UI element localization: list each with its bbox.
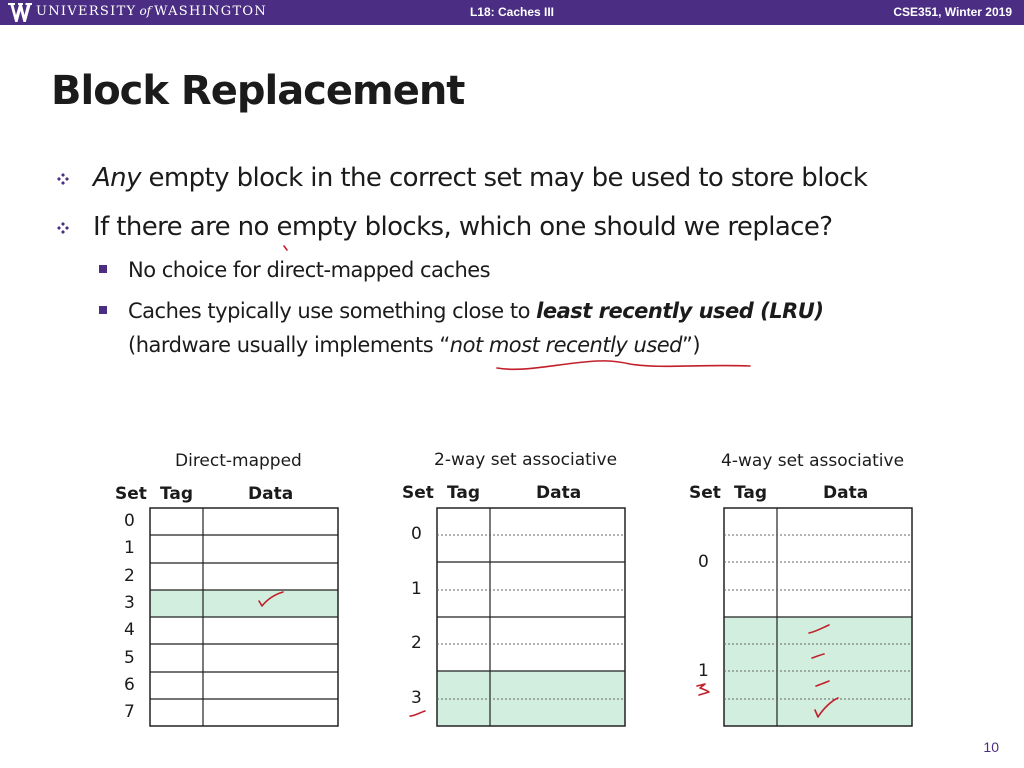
course-title: CSE351, Winter 2019 xyxy=(893,5,1012,19)
direct-set-header: Set xyxy=(115,484,147,504)
four-way-data-header: Data xyxy=(823,483,869,503)
diamond-bullet-icon xyxy=(57,222,69,234)
bullet-text: empty block in the correct set may be us… xyxy=(140,163,868,193)
direct-mapped-cache-grid xyxy=(149,507,339,727)
direct-set-number: 4 xyxy=(124,620,135,640)
direct-tag-header: Tag xyxy=(160,484,194,504)
two-way-data-header: Data xyxy=(536,483,582,503)
direct-mapped-label: Direct-mapped xyxy=(175,451,302,471)
lecture-title: L18: Caches III xyxy=(469,5,555,19)
hw-text-pre: (hardware usually implements “ xyxy=(128,333,450,357)
handwritten-underline xyxy=(496,360,751,371)
two-way-label: 2-way set associative xyxy=(434,450,618,470)
handwritten-tick-mark xyxy=(283,245,288,251)
two-way-set-header: Set xyxy=(402,483,434,503)
square-bullet-icon xyxy=(99,306,107,314)
direct-set-number: 5 xyxy=(124,648,135,668)
wordmark-of: of xyxy=(139,4,152,18)
four-way-tag-header: Tag xyxy=(734,483,768,503)
uw-w-logo-icon xyxy=(8,3,32,22)
four-way-set-header: Set xyxy=(689,483,721,503)
direct-highlight-set-3 xyxy=(150,590,338,617)
handwritten-three-mark xyxy=(696,683,710,696)
diamond-bullet-icon xyxy=(57,173,69,185)
two-way-set-number: 1 xyxy=(411,579,422,599)
direct-set-number: 6 xyxy=(124,675,135,695)
direct-set-number: 7 xyxy=(124,702,135,722)
handwritten-check-way-3 xyxy=(814,697,839,718)
sub-bullet-hardware: (hardware usually implements “not most r… xyxy=(128,333,701,357)
four-way-cache-grid xyxy=(723,507,913,727)
two-way-set-number: 2 xyxy=(411,633,422,653)
direct-data-header: Data xyxy=(248,484,294,504)
hw-emphasis: not most recently used xyxy=(449,333,683,357)
wordmark-university: UNIVERSITY xyxy=(36,4,137,19)
two-way-set-number: 0 xyxy=(411,524,422,544)
handwritten-check-direct xyxy=(258,591,284,607)
direct-set-number: 1 xyxy=(124,538,135,558)
handwritten-check-way-0 xyxy=(808,624,830,634)
lru-emphasis: least recently used (LRU) xyxy=(536,299,824,323)
direct-set-number: 0 xyxy=(124,511,135,531)
lru-text: Caches typically use something close to xyxy=(128,299,537,323)
wordmark-washington: WASHINGTON xyxy=(154,4,268,19)
two-way-tag-header: Tag xyxy=(447,483,481,503)
handwritten-annotations xyxy=(258,245,839,718)
four-way-set-number: 0 xyxy=(698,552,709,572)
page-number: 10 xyxy=(983,739,999,755)
four-way-set-number: 1 xyxy=(698,661,709,681)
handwritten-check-way-2 xyxy=(815,680,830,687)
handwritten-check-way-1 xyxy=(811,653,825,659)
sub-bullet-direct-mapped: No choice for direct-mapped caches xyxy=(128,258,491,282)
bullet-emphasis-any: Any xyxy=(93,163,141,193)
four-way-label: 4-way set associative xyxy=(721,451,905,471)
square-bullet-icon xyxy=(99,265,107,273)
bullet-text: If there are no empty blocks, which one … xyxy=(93,212,833,242)
direct-set-number: 2 xyxy=(124,566,135,586)
slide-title: Block Replacement xyxy=(51,68,465,114)
hw-text-post: ”) xyxy=(682,333,701,357)
direct-set-number: 3 xyxy=(124,593,135,613)
two-way-cache-grid xyxy=(436,507,626,727)
sub-bullet-lru: Caches typically use something close to … xyxy=(128,299,824,323)
two-way-set-number: 3 xyxy=(411,688,422,708)
handwritten-check-two-way xyxy=(409,710,426,717)
